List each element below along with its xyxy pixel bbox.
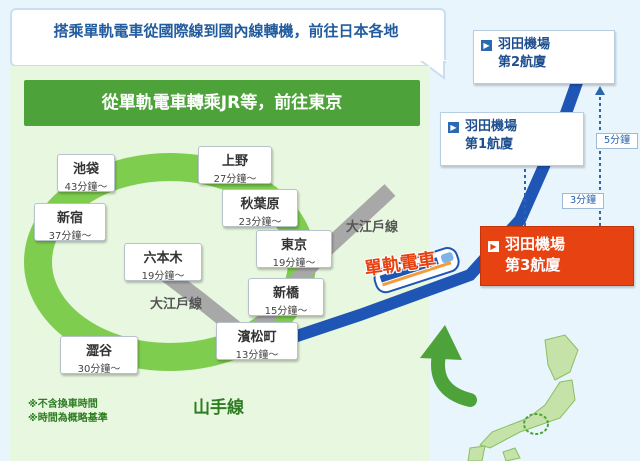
tokyo-panel [10,66,430,461]
footnotes: ※不含換車時間 ※時間為概略基準 [28,398,108,426]
callout-tail [418,60,448,80]
haneda-terminal-2: ▶ 羽田機場第2航廈 [473,30,615,84]
note-approx: ※時間為概略基準 [28,413,108,424]
tokyo-area-marker [523,413,549,435]
haneda-terminal-3: ▶ 羽田機場第3航廈 [480,226,634,286]
oedo-line-label-upper: 大江戶線 [346,220,399,235]
arrow-right-icon: ▶ [481,40,492,51]
transfer-time-t2: 5分鐘 [596,133,638,149]
haneda-terminal-1: ▶ 羽田機場第1航廈 [440,112,584,166]
monorail-train-icon [373,247,460,294]
oedo-line-label-lower: 大江戶線 [150,297,203,312]
header-text: 搭乘單軌電車從國際線到國內線轉機，前往日本各地 [53,22,399,40]
yamanote-line-label: 山手線 [193,398,244,418]
oedo-line [145,184,396,348]
panel-title: 從單軌電車轉乘JR等，前往東京 [24,80,420,126]
japan-map-icon [467,334,579,461]
arrow-right-icon: ▶ [488,241,499,252]
arrow-right-icon: ▶ [448,122,459,133]
note-transfer: ※不含換車時間 [28,399,98,410]
transfer-time-t1: 3分鐘 [562,193,604,209]
